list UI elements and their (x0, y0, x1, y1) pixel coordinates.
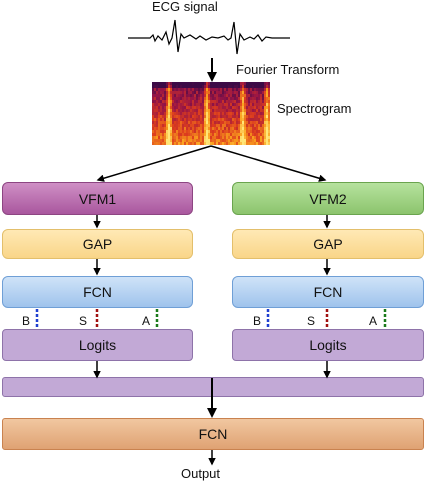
vfm1-label: VFM1 (78, 190, 117, 207)
vfm2-block: VFM2 (232, 182, 424, 215)
vfm2-label: VFM2 (309, 190, 347, 207)
logits-block-1: Logits (2, 329, 193, 361)
spectrogram-image (152, 82, 271, 146)
tap-s-label-1: S (79, 314, 88, 328)
ecg-trace (128, 19, 290, 55)
fcn-block-1: FCN (2, 276, 193, 308)
fcn-block-2: FCN (232, 276, 424, 308)
logits-block-2: Logits (232, 329, 424, 361)
gap-label-2: GAP (313, 236, 343, 252)
final-fcn-label: FCN (198, 426, 228, 442)
logits-label-2: Logits (309, 337, 347, 353)
logits-label-1: Logits (78, 337, 117, 353)
arrow-to-vfm1 (96, 145, 212, 182)
fcn-label-2: FCN (313, 284, 343, 300)
gap-block-1: GAP (2, 229, 193, 259)
tap-b-label-2: B (253, 314, 262, 328)
arrow-to-vfm2 (210, 145, 327, 182)
tap-b-label-1: B (22, 314, 31, 328)
ecg-signal-label: ECG signal (152, 0, 218, 14)
tap-a-label-2: A (369, 314, 378, 328)
fourier-transform-label: Fourier Transform (236, 62, 340, 77)
final-fcn-block: FCN (2, 418, 424, 450)
vfm1-block: VFM1 (2, 182, 193, 215)
tap-a-label-1: A (142, 314, 151, 328)
spectrogram-label: Spectrogram (277, 101, 352, 116)
output-label: Output (181, 466, 221, 481)
fcn-label-1: FCN (83, 284, 112, 300)
tap-s-label-2: S (307, 314, 316, 328)
gap-label-1: GAP (82, 236, 113, 252)
gap-block-2: GAP (232, 229, 424, 259)
